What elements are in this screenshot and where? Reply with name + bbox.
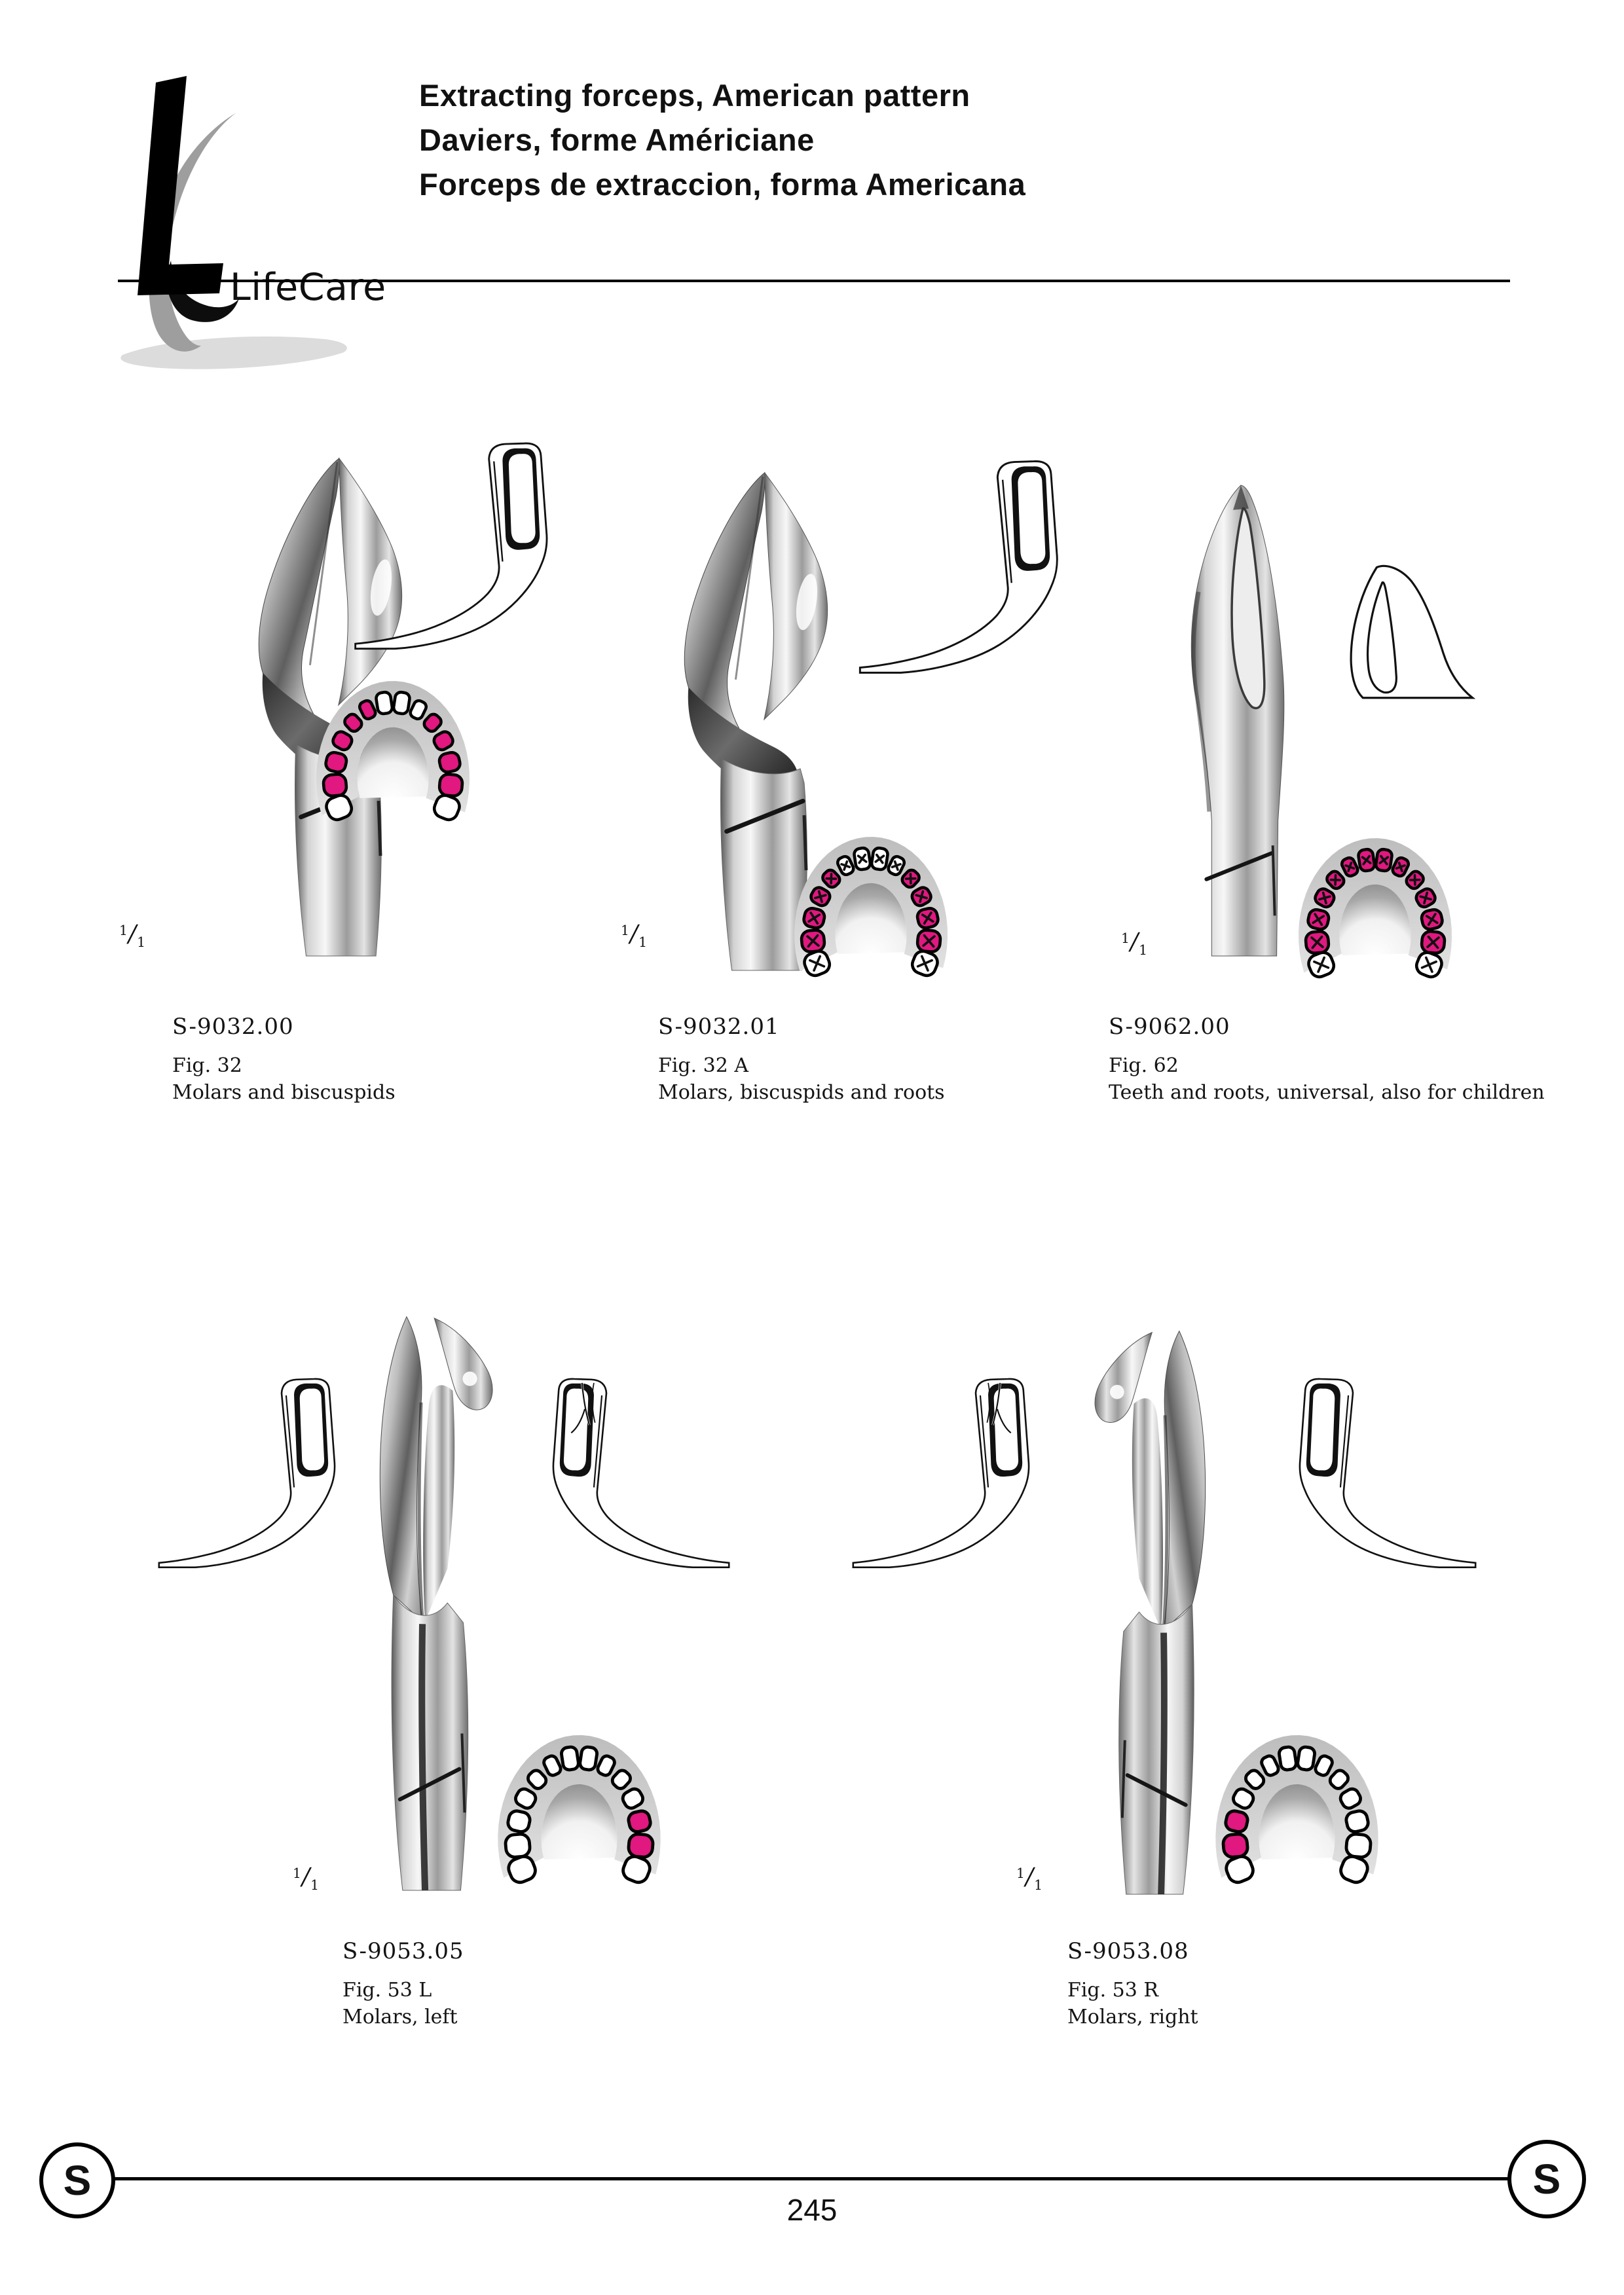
scale-label: 1∕1 xyxy=(621,921,648,950)
forceps-photo xyxy=(379,1315,493,1891)
section-badge-left: S xyxy=(39,2142,115,2218)
tooth-chart xyxy=(498,1735,661,1884)
section-letter: S xyxy=(63,2157,92,2204)
scale-label: 1∕1 xyxy=(293,1864,320,1893)
beak-profile-drawing xyxy=(354,442,548,650)
logo-c-accent xyxy=(166,261,239,322)
title-spanish: Forceps de extraccion, forma Americana xyxy=(419,167,1026,202)
logo-shadow xyxy=(120,336,347,369)
product-figure: Fig. 62 xyxy=(1109,1054,1179,1077)
product-description: Molars, biscuspids and roots xyxy=(658,1081,945,1104)
product-description: Teeth and roots, universal, also for chi… xyxy=(1109,1081,1545,1104)
product-code: S-9032.00 xyxy=(172,1014,294,1040)
product-caption: S-9062.00 Fig. 62 Teeth and roots, unive… xyxy=(1109,1014,1545,1104)
forceps-photo xyxy=(1190,485,1285,957)
logo-wordmark: LifeCare xyxy=(230,266,386,309)
scale-label: 1∕1 xyxy=(1121,928,1148,958)
page-number: 245 xyxy=(786,2193,838,2227)
product-figure: Fig. 53 R xyxy=(1067,1979,1158,2002)
product-code: S-9032.01 xyxy=(658,1014,780,1040)
beak-profile-drawing-cleft xyxy=(852,1378,1030,1569)
header-rule xyxy=(118,280,1510,282)
title-english: Extracting forceps, American pattern xyxy=(419,78,970,113)
section-badge-right: S xyxy=(1507,2140,1586,2218)
tooth-chart xyxy=(1215,1735,1378,1884)
product-description: Molars, left xyxy=(342,2006,458,2029)
beak-profile-drawing xyxy=(1299,1378,1477,1569)
scale-label: 1∕1 xyxy=(1016,1864,1043,1893)
beak-profile-drawing-cleft xyxy=(552,1378,730,1569)
product-code: S-9053.05 xyxy=(342,1938,464,1964)
footer-rule xyxy=(101,2177,1511,2180)
product-figure: Fig. 53 L xyxy=(342,1979,432,2002)
section-letter: S xyxy=(1532,2156,1561,2203)
tooth-chart xyxy=(316,681,470,822)
scale-label: 1∕1 xyxy=(119,921,146,950)
product-code: S-9053.08 xyxy=(1067,1938,1189,1964)
tooth-chart xyxy=(794,837,948,978)
product-figure: Fig. 32 A xyxy=(658,1054,749,1077)
logo-l-mark xyxy=(138,76,223,295)
product-caption: S-9053.08 Fig. 53 R Molars, right xyxy=(1067,1938,1198,2029)
product-description: Molars, right xyxy=(1067,2006,1198,2029)
beak-profile-drawing xyxy=(1350,564,1476,699)
product-code: S-9062.00 xyxy=(1109,1014,1230,1040)
product-figure: Fig. 32 xyxy=(172,1054,242,1077)
lifecare-logo: LifeCare xyxy=(120,76,386,369)
title-french: Daviers, forme Américiane xyxy=(419,122,815,157)
beak-profile-drawing xyxy=(158,1378,336,1569)
product-caption: S-9053.05 Fig. 53 L Molars, left xyxy=(342,1938,464,2029)
tooth-chart xyxy=(1298,838,1452,979)
product-caption: S-9032.01 Fig. 32 A Molars, biscuspids a… xyxy=(658,1014,945,1104)
forceps-photo xyxy=(684,471,828,971)
product-description: Molars and biscuspids xyxy=(172,1081,396,1104)
page-title: Extracting forceps, American pattern Dav… xyxy=(419,73,1025,207)
forceps-photo xyxy=(1094,1330,1206,1895)
product-caption: S-9032.00 Fig. 32 Molars and biscuspids xyxy=(172,1014,396,1104)
beak-profile-drawing xyxy=(858,460,1058,674)
